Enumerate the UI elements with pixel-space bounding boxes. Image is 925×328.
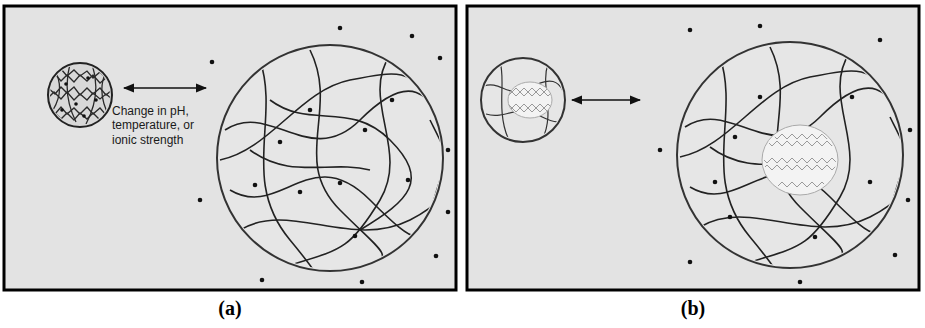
collapsed-gel [48, 63, 113, 127]
swollen-gel-with-core [677, 42, 910, 278]
double-arrow [572, 99, 640, 101]
panel-label: (a) [190, 297, 270, 320]
swollen-gel [217, 45, 450, 281]
condition-note: Change in pH, temperature, or ionic stre… [112, 104, 212, 147]
gel-core [762, 125, 838, 195]
panel-frame [467, 6, 919, 290]
solvent-dots [658, 24, 913, 285]
panel-frame [4, 6, 456, 290]
panel-label: (b) [653, 297, 733, 320]
solvent-dots [198, 26, 451, 285]
collapsed-gel-with-core [481, 58, 565, 142]
double-arrow [124, 87, 206, 89]
